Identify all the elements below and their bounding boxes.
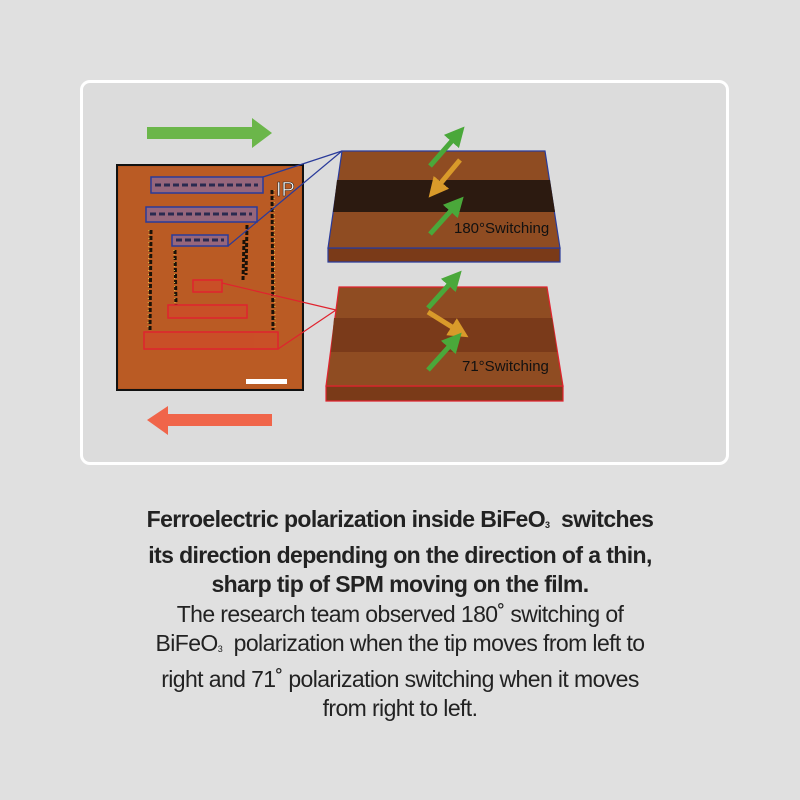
caption-bold-line-3: sharp tip of SPM moving on the film. xyxy=(211,571,589,597)
ip-label: IP xyxy=(276,179,295,201)
slab-71-label: 71°Switching xyxy=(462,358,549,375)
slab-180-switching: 180°Switching xyxy=(327,126,561,263)
left-arrow-icon xyxy=(147,406,272,435)
caption-line-5: BiFeO3 polarization when the tip moves f… xyxy=(60,629,740,665)
slab-71-switching: 71°Switching xyxy=(325,270,564,402)
subscript: 3 xyxy=(217,644,223,654)
caption-bold-line-1: Ferroelectric polarization inside BiFeO3… xyxy=(60,505,740,541)
caption-text: switches xyxy=(549,506,654,532)
caption-text: BiFeO xyxy=(155,630,219,656)
caption-text: Ferroelectric polarization inside BiFeO xyxy=(146,506,546,532)
caption-text: polarization when the tip moves from lef… xyxy=(222,630,645,656)
pfm-image: IP xyxy=(116,164,304,391)
subscript: 3 xyxy=(545,520,550,530)
scale-bar xyxy=(246,379,287,384)
slab-180-label: 180°Switching xyxy=(454,220,549,237)
right-arrow-icon xyxy=(147,118,272,148)
caption: Ferroelectric polarization inside BiFeO3… xyxy=(60,505,740,724)
caption-line-4: The research team observed 180˚ switchin… xyxy=(176,600,624,627)
caption-bold-line-2: its direction depending on the direction… xyxy=(148,541,652,568)
caption-line-7: from right to left. xyxy=(322,695,478,721)
caption-line-6: right and 71˚ polarization switching whe… xyxy=(161,665,639,692)
